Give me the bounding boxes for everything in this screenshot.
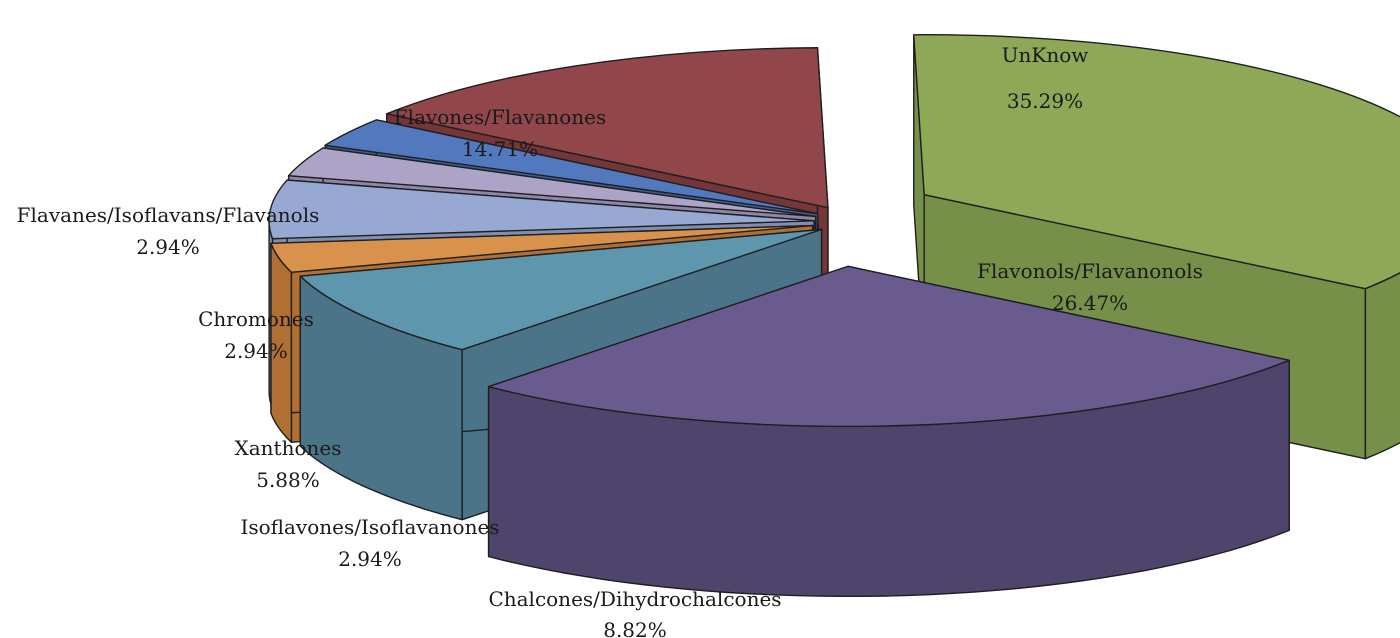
slice-top-isoflavones-isoflavanones bbox=[270, 224, 814, 273]
pie-labels: UnKnow 35.29% Flavonols/Flavanonols 26.47% C… bbox=[17, 43, 1203, 638]
slice-name-isoflavones-isoflavanones: Isoflavones/Isoflavanones bbox=[240, 515, 499, 539]
pie-slice-sides bbox=[268, 34, 1400, 597]
slice-top-xanthones bbox=[268, 179, 815, 240]
slice-name-xanthones: Xanthones bbox=[235, 436, 342, 460]
slice-value-xanthones: 5.88% bbox=[256, 468, 320, 492]
slice-name-flavanes-isoflavans-flavanols: Flavanes/Isoflavans/Flavanols bbox=[17, 203, 320, 227]
slice-name-chromones: Chromones bbox=[198, 307, 314, 331]
slice-top-chalcones-dihydrochalcones bbox=[299, 228, 823, 351]
slice-value-flavones-flavanones: 14.71% bbox=[462, 137, 538, 161]
slice-name-chalcones-dihydrochalcones: Chalcones/Dihydrochalcones bbox=[488, 587, 781, 611]
slice-value-isoflavones-isoflavanones: 2.94% bbox=[338, 547, 402, 571]
slice-value-chromones: 2.94% bbox=[224, 339, 288, 363]
slice-top-flavones-flavanones bbox=[386, 47, 829, 209]
slice-value-chalcones-dihydrochalcones: 8.82% bbox=[603, 618, 667, 638]
slice-top-chromones bbox=[287, 147, 817, 218]
slice-value-flavanes-isoflavans-flavanols: 2.94% bbox=[136, 235, 200, 259]
slice-value-unknow: 35.29% bbox=[1007, 89, 1083, 113]
slice-top-unknow bbox=[913, 34, 1400, 290]
slice-value-flavonols-flavanonols: 26.47% bbox=[1052, 291, 1128, 315]
slice-name-flavonols-flavanonols: Flavonols/Flavanonols bbox=[977, 259, 1203, 283]
slice-top-flavanes-isoflavans-flavanols bbox=[324, 119, 819, 215]
slice-name-flavones-flavanones: Flavones/Flavanones bbox=[394, 105, 607, 129]
slice-outer-wall-unknow bbox=[1364, 271, 1400, 460]
slice-flavonols-flavanonols bbox=[487, 265, 1290, 597]
slice-top-flavonols-flavanonols bbox=[487, 265, 1290, 428]
slice-name-unknow: UnKnow bbox=[1002, 43, 1089, 67]
